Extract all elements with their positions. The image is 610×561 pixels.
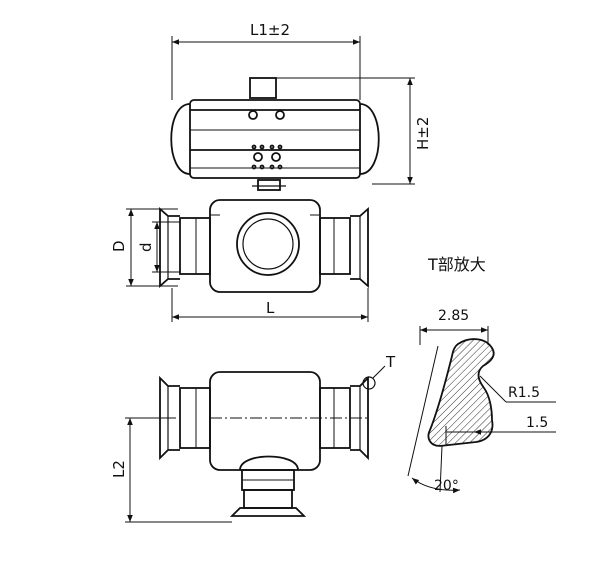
t-marker-label: T	[385, 353, 396, 371]
dim-label-r15: R1.5	[508, 385, 540, 401]
valve-body-top	[159, 199, 369, 293]
dim-label-285: 2.85	[438, 308, 469, 324]
dim-label-h: H±2	[414, 117, 432, 150]
detail-title: T部放大	[427, 255, 486, 274]
dim-label-d-outer: D	[110, 240, 128, 252]
detail-t-enlargement	[407, 326, 556, 494]
dim-label-l1: L1±2	[250, 21, 290, 39]
dim-label-l: L	[266, 299, 275, 317]
dim-label-d-inner: d	[137, 242, 155, 252]
dim-label-l2: L2	[110, 460, 128, 478]
dimension-lines	[125, 36, 415, 523]
dim-label-15: 1.5	[526, 415, 548, 431]
pneumatic-actuator	[170, 77, 380, 191]
valve-body-elevation	[159, 371, 376, 517]
dim-label-20deg: 20°	[434, 478, 459, 494]
